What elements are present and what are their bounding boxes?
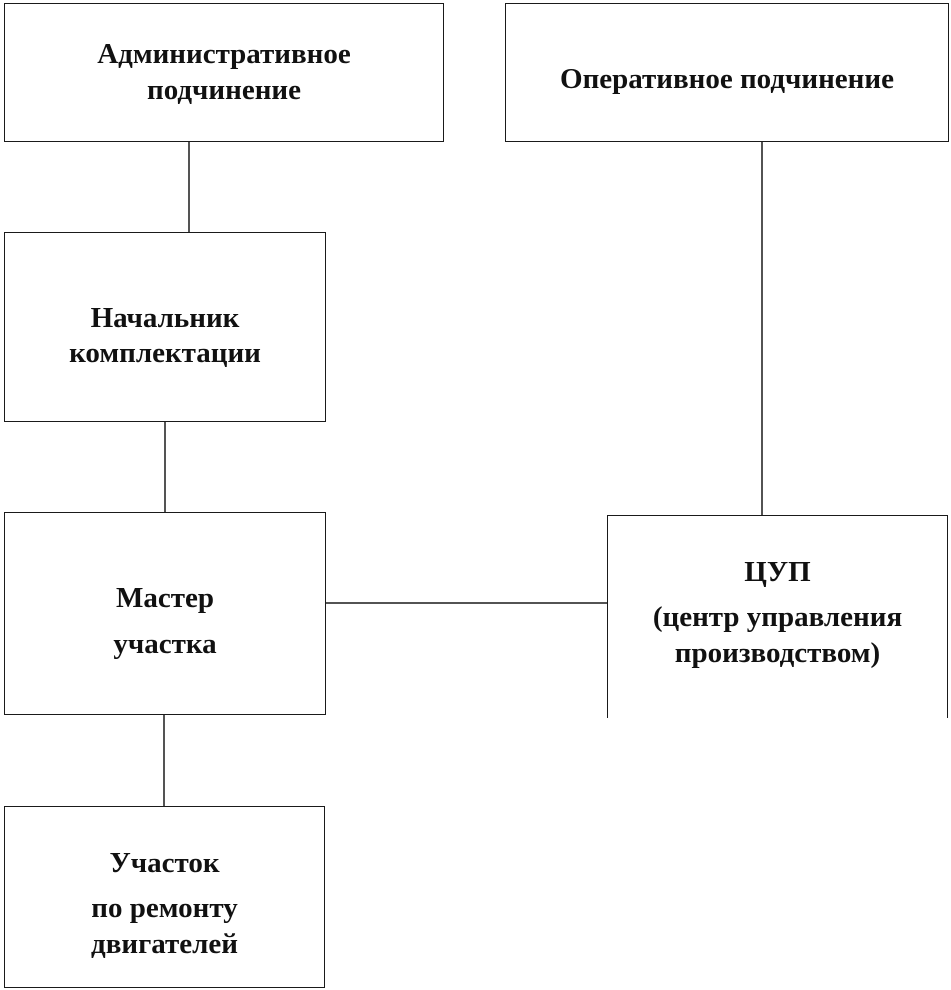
- uchastok-line1: Участок: [109, 846, 220, 879]
- admin-line1: Административное: [97, 38, 351, 71]
- cup-line3: производством): [674, 636, 881, 669]
- cup-line1: ЦУП: [744, 555, 811, 588]
- uchastok-line2: по ремонту: [91, 892, 238, 925]
- nachalnik-line1: Начальник: [90, 301, 240, 334]
- admin-line2: подчинение: [147, 73, 301, 106]
- cup-line2: (центр управления: [652, 601, 903, 634]
- uchastok-line3: двигателей: [91, 927, 238, 960]
- production-control-center-box: ЦУП (центр управления производством): [607, 515, 948, 718]
- engine-repair-section-box: Участок по ремонту двигателей: [4, 806, 325, 988]
- master-line2: участка: [113, 627, 217, 660]
- nachalnik-line2: комплектации: [69, 337, 261, 369]
- procurement-head-box: Начальник комплектации: [4, 232, 326, 422]
- admin-subordination-box: Административное подчинение: [4, 3, 444, 142]
- master-line1: Мастер: [116, 582, 214, 615]
- oper-line1: Оперативное подчинение: [560, 63, 894, 95]
- section-master-box: Мастер участка: [4, 512, 326, 715]
- operational-subordination-box: Оперативное подчинение: [505, 3, 949, 142]
